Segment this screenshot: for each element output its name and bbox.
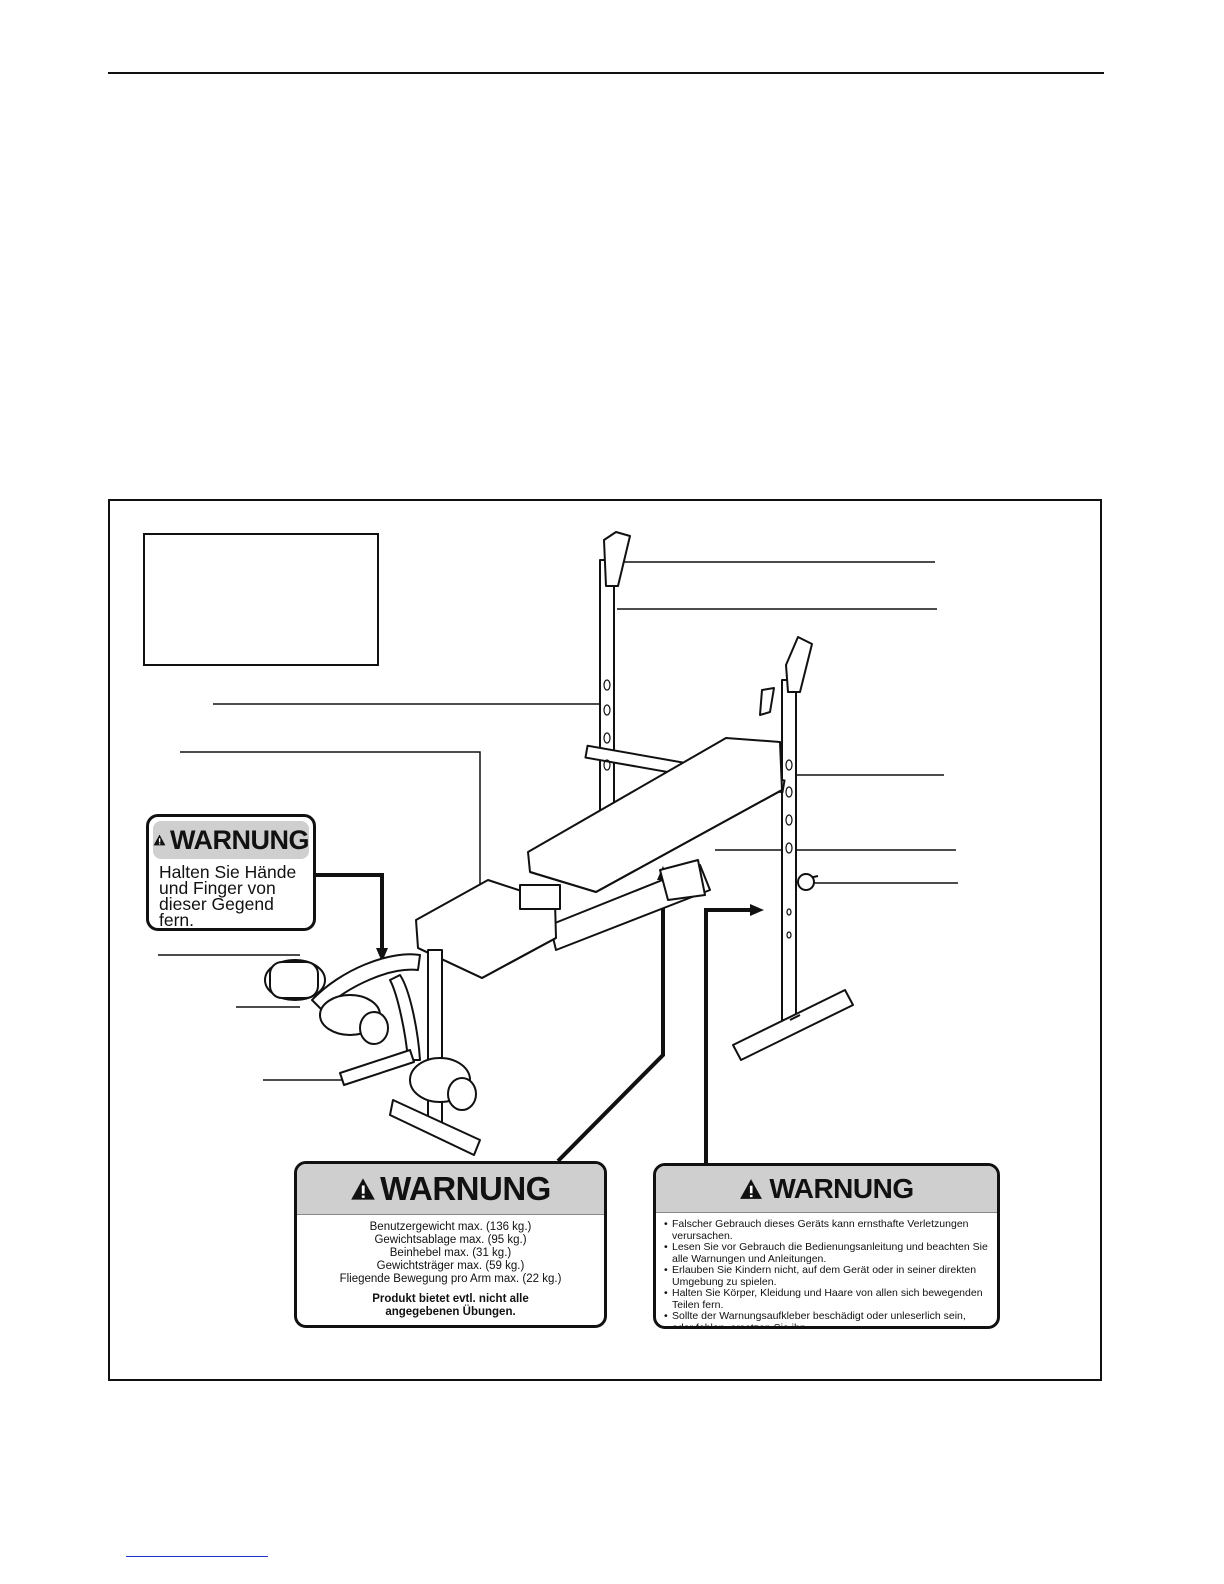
warning-item: Falscher Gebrauch dieses Geräts kann ern… <box>664 1218 989 1242</box>
warning-label-hands: WARNUNG Halten Sie Hände und Finger von … <box>146 814 316 931</box>
warning-line: und Finger von <box>159 878 276 898</box>
warning-header: WARNUNG <box>656 1166 997 1213</box>
warning-list: Falscher Gebrauch dieses Geräts kann ern… <box>656 1213 997 1326</box>
warning-item: Sollte der Warnungsaufkleber beschädigt … <box>664 1310 989 1326</box>
warning-line: dieser Gegend <box>159 894 274 914</box>
warning-note: Produkt bietet evtl. nicht alle angegebe… <box>297 1293 604 1319</box>
warning-leader <box>556 875 665 1163</box>
warning-triangle-icon <box>351 1178 375 1200</box>
note-line: angegebenen Übungen. <box>385 1306 516 1318</box>
top-rule <box>108 72 1104 74</box>
warning-header: WARNUNG <box>153 821 310 859</box>
limit-line: Gewichtsträger max. (59 kg.) <box>376 1260 525 1272</box>
limit-line: Beinhebel max. (31 kg.) <box>389 1247 512 1259</box>
diagram-frame <box>108 499 1102 1381</box>
warning-label-general: WARNUNG Falscher Gebrauch dieses Geräts … <box>653 1163 1000 1329</box>
limit-line: Gewichtsablage max. (95 kg.) <box>374 1234 527 1246</box>
warning-text: Halten Sie Hände und Finger von dieser G… <box>153 859 309 928</box>
warning-title: WARNUNG <box>769 1173 914 1204</box>
warning-title: WARNUNG <box>380 1170 551 1207</box>
warning-header: WARNUNG <box>297 1164 604 1215</box>
warning-line: Halten Sie Hände <box>159 862 297 882</box>
leader-line <box>180 751 481 900</box>
warning-triangle-icon <box>740 1179 763 1199</box>
warning-title: WARNUNG <box>170 824 310 855</box>
warning-item: Halten Sie Körper, Kleidung und Haare vo… <box>664 1287 989 1311</box>
limit-line: Fliegende Bewegung pro Arm max. (22 kg.) <box>339 1273 562 1285</box>
empty-label-box <box>143 533 379 666</box>
warning-item: Erlauben Sie Kindern nicht, auf dem Gerä… <box>664 1264 989 1288</box>
warning-line: fern. <box>159 910 195 930</box>
warning-triangle-icon <box>153 834 166 846</box>
warning-label-weight-limits: WARNUNG Benutzergewicht max. (136 kg.) G… <box>294 1161 607 1328</box>
limit-line: Benutzergewicht max. (136 kg.) <box>369 1221 532 1233</box>
warning-item: Lesen Sie vor Gebrauch die Bedienungsanl… <box>664 1241 989 1265</box>
note-line: Produkt bietet evtl. nicht alle <box>372 1293 529 1305</box>
warning-leader <box>316 873 384 952</box>
warning-leader <box>704 908 755 1163</box>
footer-link-underline[interactable] <box>126 1556 268 1557</box>
warning-text: Benutzergewicht max. (136 kg.) Gewichtsa… <box>297 1215 604 1319</box>
